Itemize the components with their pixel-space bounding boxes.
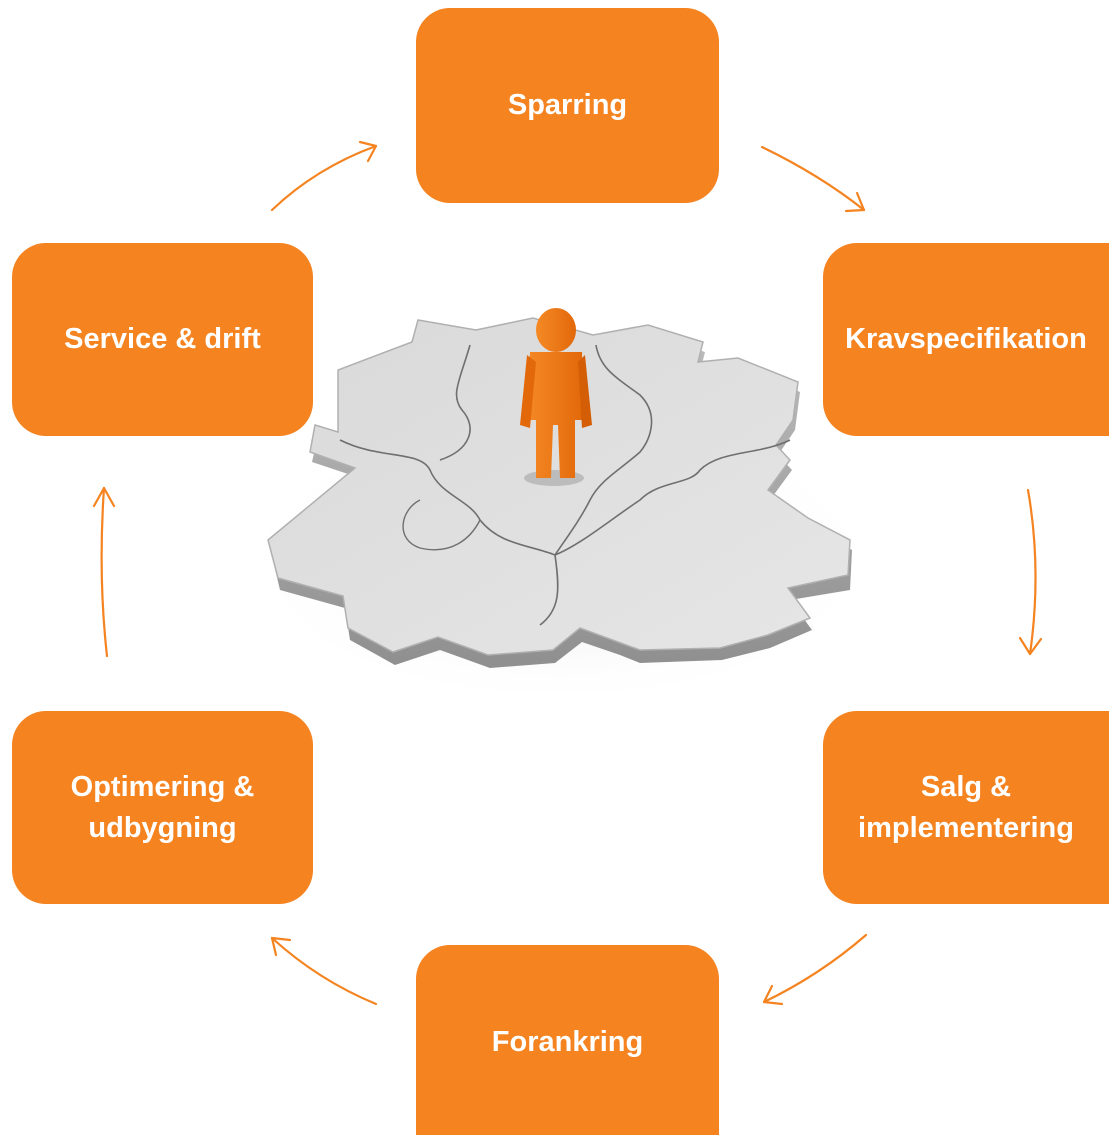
puzzle-top-face — [267, 317, 851, 656]
puzzle-seam-vertical — [439, 344, 653, 626]
step-forankring: Forankring — [416, 945, 719, 1135]
step-label-line-2: udbygning — [88, 811, 237, 844]
step-label: Sparring — [507, 89, 628, 122]
step-optimering-udbygning: Optimering & udbygning — [12, 711, 313, 904]
step-kravspecifikation: Kravspecifikation — [823, 243, 1109, 436]
step-sparring: Sparring — [416, 8, 719, 203]
step-label-line-1: Optimering & — [70, 771, 255, 804]
step-label: Optimering & udbygning — [71, 767, 255, 847]
puzzle-seam-knob — [402, 499, 481, 551]
step-label: Forankring — [491, 1026, 644, 1059]
step-label: Service & drift — [64, 323, 261, 356]
step-label: Kravspecifikation — [845, 323, 1087, 356]
step-label-line-1: Salg & — [920, 771, 1012, 804]
person-figure — [520, 308, 592, 486]
step-salg-implementering: Salg & implementering — [823, 711, 1109, 904]
step-service-drift: Service & drift — [12, 243, 313, 436]
step-label-line-2: implementering — [858, 811, 1074, 844]
step-label: Salg & implementering — [858, 767, 1088, 847]
